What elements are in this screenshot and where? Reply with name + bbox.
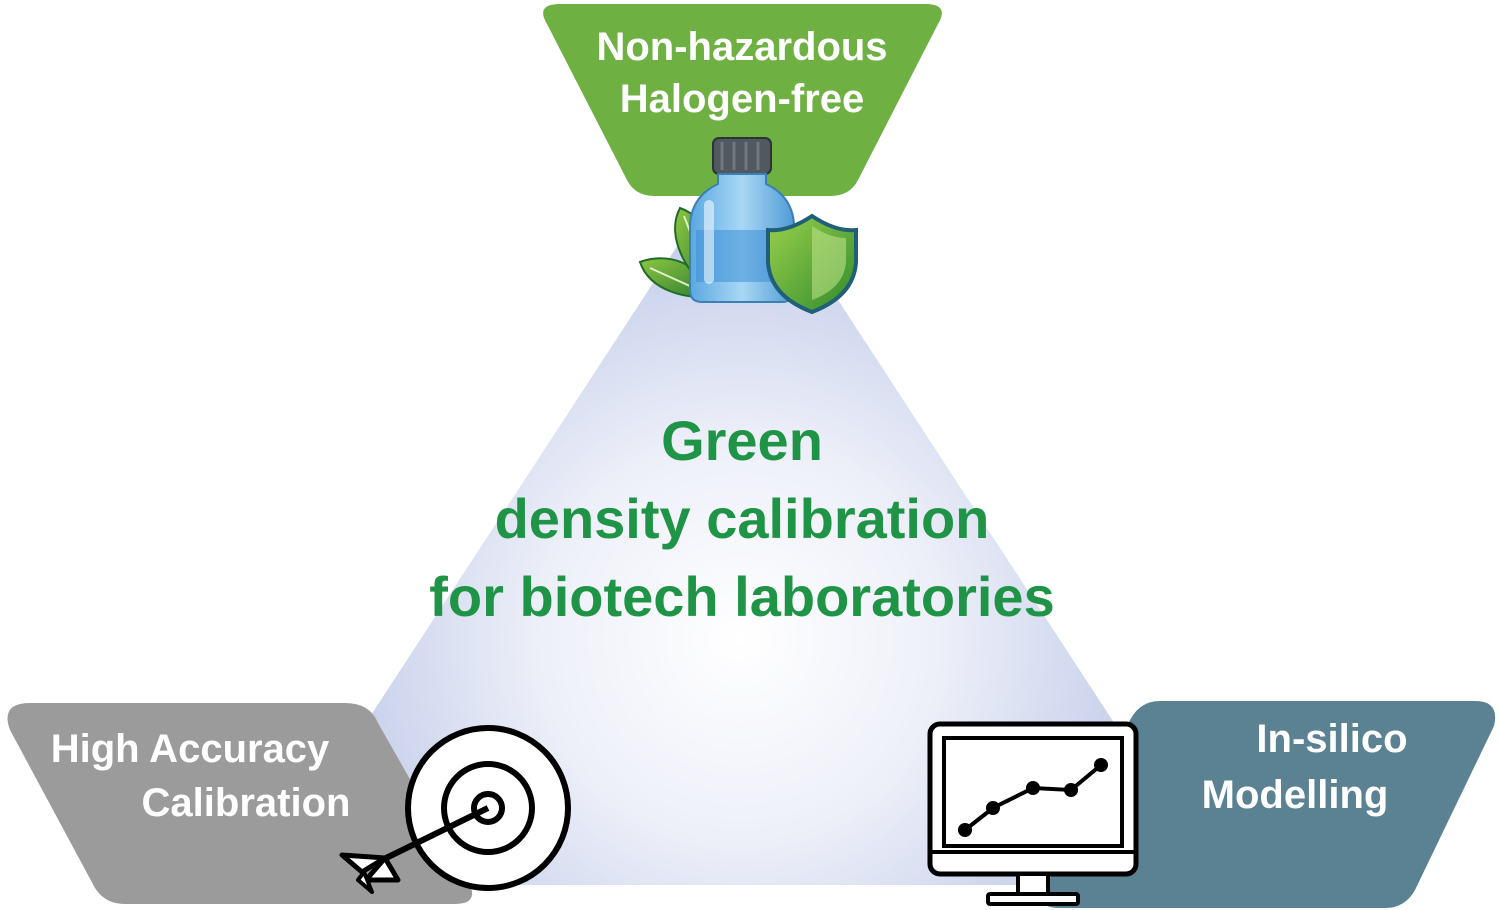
top-badge-line-2: Halogen-free [620,77,865,121]
shield-icon [766,213,858,315]
monitor-chart-icon [927,721,1139,906]
reagent-bottle-icon [638,137,858,315]
center-title-line-3: for biotech laboratories [429,565,1054,628]
center-title-line-1: Green [661,409,823,472]
left-badge-line-2: Calibration [142,781,351,825]
center-title: Green density calibration for biotech la… [429,409,1054,628]
right-badge-line-2: Modelling [1202,773,1389,817]
central-triangle [260,150,1220,885]
right-badge-shape [1041,701,1496,908]
right-badge-line-1: In-silico [1256,717,1407,761]
top-badge-shape [543,4,942,196]
target-arrow-icon [339,725,571,894]
top-badge: Non-hazardous Halogen-free [543,4,942,196]
top-badge-line-1: Non-hazardous [596,25,887,69]
center-title-line-2: density calibration [495,487,990,550]
left-badge-line-1: High Accuracy [51,727,330,771]
right-badge: In-silico Modelling [1041,701,1496,908]
